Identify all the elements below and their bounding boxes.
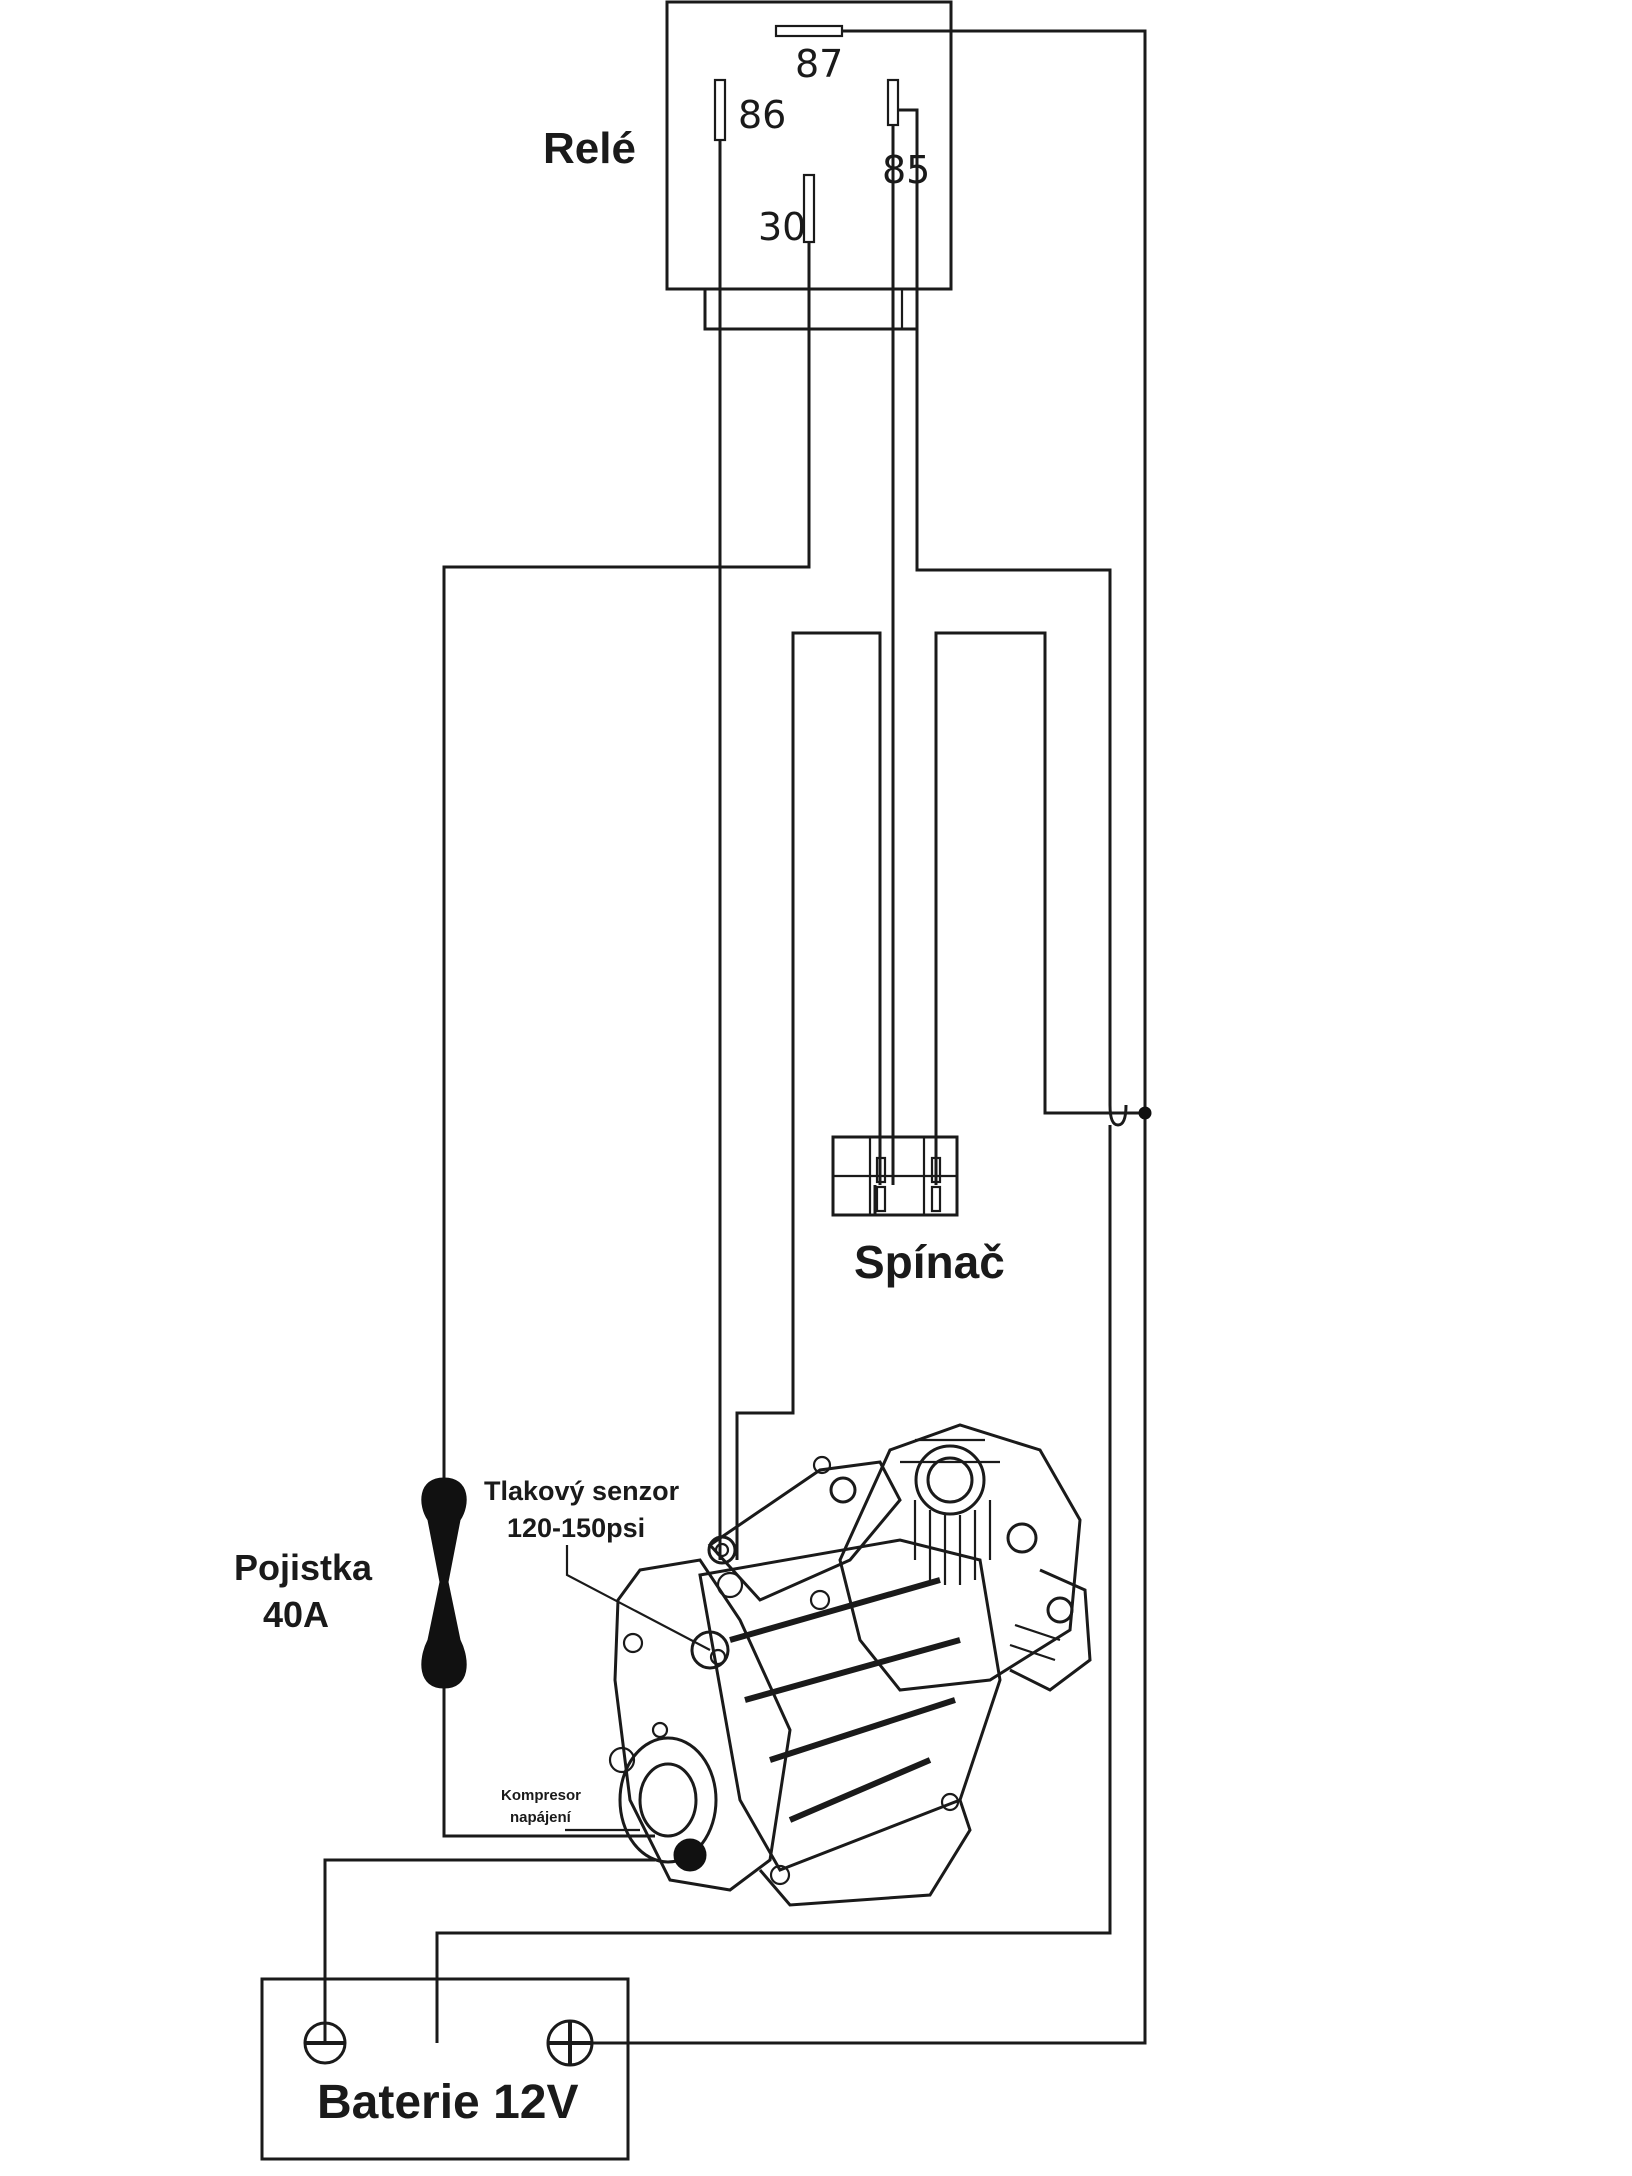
relay-pin-85 <box>886 78 900 127</box>
relay: Relé 87 86 85 30 <box>543 0 953 331</box>
battery-title: Baterie 12V <box>317 2076 579 2129</box>
relay-pin-87 <box>774 24 844 38</box>
relay-title: Relé <box>543 124 636 173</box>
relay-pin-86-label: 86 <box>738 93 786 137</box>
compressor-label-line2: napájení <box>510 1809 572 1826</box>
wires <box>323 29 1152 2045</box>
wire-sensor-to-switch <box>735 631 882 1560</box>
switch: Spínač <box>831 1135 1005 1288</box>
wire-fuse-to-compressor <box>442 1670 655 1838</box>
fuse: Pojistka 40A <box>234 1477 467 1689</box>
wire-switch-to-positive <box>934 631 1145 1185</box>
wire-30-to-fuse <box>442 242 811 1495</box>
fuse-label-line2: 40A <box>263 1594 329 1635</box>
relay-pin-85-label: 85 <box>882 148 930 192</box>
switch-title: Spínač <box>854 1236 1005 1288</box>
fuse-label-line1: Pojistka <box>234 1547 373 1588</box>
compressor-label-line1: Kompresor <box>501 1787 581 1804</box>
plus-terminal-icon <box>546 2019 594 2067</box>
relay-pin-87-label: 87 <box>795 42 843 86</box>
wire-ground-to-battery <box>435 1125 1112 2043</box>
battery-body <box>260 1977 630 2161</box>
wire-compressor-to-battery-negative <box>323 1858 655 2043</box>
sensor-label-line2: 120-150psi <box>507 1513 645 1543</box>
compressor-head <box>914 1444 986 1516</box>
compressor-endcap <box>618 1736 718 1864</box>
compressor: Tlakový senzor 120-150psi Kompresor napá… <box>484 1423 1092 1907</box>
sensor-leader-line <box>565 1545 711 1651</box>
sensor-label-line1: Tlakový senzor <box>484 1476 680 1506</box>
battery: Baterie 12V <box>260 1977 630 2161</box>
wire-85-ground <box>898 108 1112 1105</box>
minus-terminal-icon <box>303 2021 347 2065</box>
wire-crossover <box>1108 1104 1128 1127</box>
relay-pin-86 <box>713 78 727 142</box>
fuse-symbol <box>421 1477 467 1689</box>
switch-contact-2 <box>930 1156 942 1184</box>
switch-contact-1 <box>875 1156 887 1184</box>
pressure-sensor <box>690 1630 730 1670</box>
junction-dot <box>1138 1106 1152 1120</box>
relay-pin-30-label: 30 <box>758 205 806 249</box>
relay-base <box>703 287 919 331</box>
wire-87-to-battery-positive <box>570 29 1147 2045</box>
